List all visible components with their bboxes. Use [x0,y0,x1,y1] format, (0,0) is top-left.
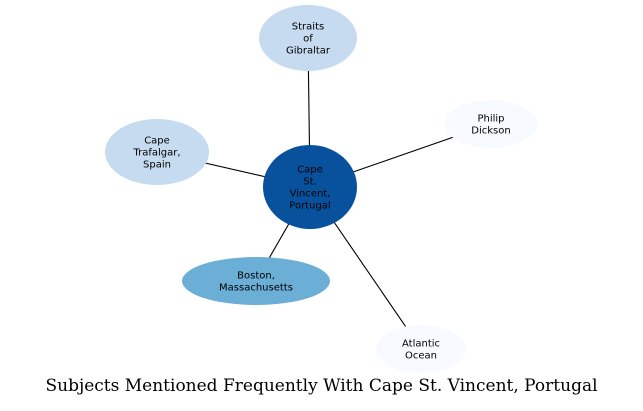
node-cape-st-vincent-label-line: St. [303,177,316,188]
node-boston-label-line: Boston, [237,271,275,282]
node-cape-trafalgar-label-line: Spain [143,160,171,171]
node-cape-st-vincent-label-line: Portugal [289,201,330,212]
node-atlantic-ocean-label-line: Atlantic [402,339,440,350]
diagram-title: Subjects Mentioned Frequently With Cape … [45,376,598,396]
node-philip-dickson-label-line: Dickson [471,126,510,137]
node-cape-st-vincent-label-line: Vincent, [290,189,331,200]
node-cape-trafalgar-ellipse [105,119,209,185]
node-cape-trafalgar-label-line: Trafalgar, [132,148,180,159]
node-philip-dickson-label-line: Philip [477,114,504,125]
node-philip-dickson-ellipse [445,100,537,148]
node-cape-st-vincent-ellipse [263,145,357,229]
node-boston-label-line: Massachusetts [219,283,293,294]
node-cape-trafalgar-label-line: Cape [144,136,170,147]
node-boston-label: Boston,Massachusetts [219,271,293,294]
node-atlantic-ocean-ellipse [376,325,466,373]
node-boston: Boston,Massachusetts [182,257,330,305]
node-straits-of-gibraltar-label-line: of [303,34,313,45]
node-straits-of-gibraltar-label-line: Straits [292,22,324,33]
node-boston-ellipse [182,257,330,305]
node-straits-of-gibraltar-label-line: Gibraltar [286,46,331,57]
node-straits-of-gibraltar-ellipse [259,5,357,71]
node-cape-st-vincent-label-line: Cape [297,165,323,176]
node-atlantic-ocean-label-line: Ocean [405,351,437,362]
